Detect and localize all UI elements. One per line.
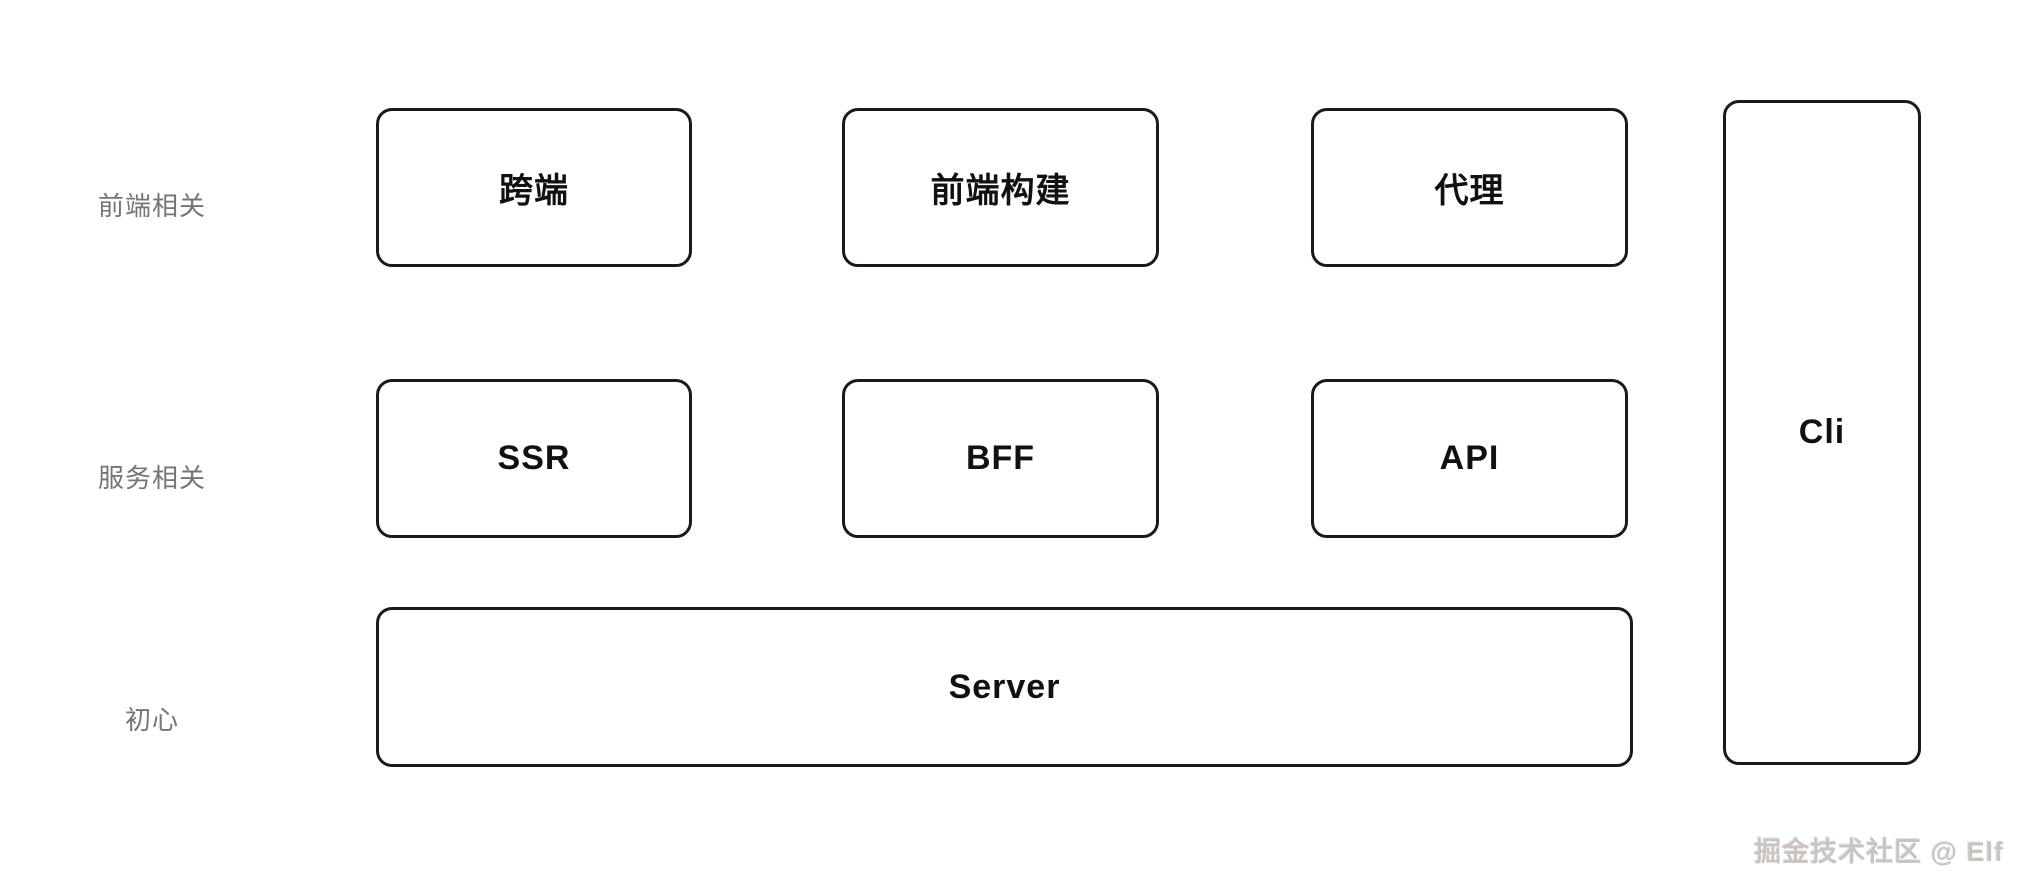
row-label-frontend-related: 前端相关 — [97, 191, 206, 221]
box-bff: BFF — [842, 379, 1159, 538]
box-cli: Cli — [1723, 100, 1921, 765]
box-server: Server — [376, 607, 1633, 767]
box-proxy: 代理 — [1311, 108, 1628, 267]
box-frontend-build: 前端构建 — [842, 108, 1159, 267]
box-api-label: API — [1439, 439, 1500, 477]
row-label-service-related: 服务相关 — [97, 463, 206, 493]
box-cross-platform-label: 跨端 — [499, 172, 569, 210]
box-ssr-label: SSR — [497, 439, 571, 477]
row-label-original-intent: 初心 — [124, 705, 179, 735]
box-bff-label: BFF — [965, 439, 1036, 477]
box-api: API — [1311, 379, 1628, 538]
box-ssr: SSR — [376, 379, 692, 538]
box-cli-label: Cli — [1798, 413, 1846, 451]
box-cross-platform: 跨端 — [376, 108, 692, 267]
box-frontend-build-label: 前端构建 — [930, 172, 1071, 210]
watermark: 掘金技术社区 @ Elf — [1754, 837, 2004, 867]
box-proxy-label: 代理 — [1434, 172, 1505, 210]
box-server-label: Server — [948, 667, 1061, 706]
